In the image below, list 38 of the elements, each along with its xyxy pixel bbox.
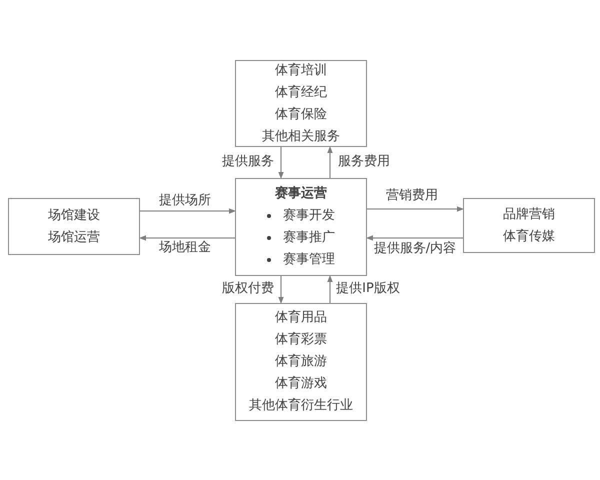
arrow	[366, 206, 464, 212]
arrow	[278, 146, 284, 178]
edge-label: 提供场所	[158, 193, 212, 209]
arrow	[278, 276, 284, 304]
edge-label: 服务费用	[337, 154, 391, 170]
arrow	[140, 235, 236, 241]
edge-label: 营销费用	[385, 188, 439, 204]
process-box	[8, 198, 140, 255]
list-item: 赛事开发	[283, 207, 335, 225]
edge-label: 提供服务	[221, 154, 275, 170]
list-item: 赛事管理	[283, 251, 335, 269]
process-box	[235, 60, 367, 147]
item-label: 场馆运营	[48, 228, 100, 246]
item-label: 体育旅游	[275, 352, 327, 371]
item-label: 体育传媒	[503, 228, 555, 246]
item-label: 体育保险	[275, 106, 327, 124]
edge-label: 提供IP版权	[335, 281, 401, 297]
edge-label: 版权付费	[221, 281, 275, 297]
arrow	[366, 235, 464, 241]
edge-label: 提供服务/内容	[372, 241, 458, 257]
arrow	[140, 208, 236, 214]
item-label: 场馆建设	[48, 206, 100, 224]
item-label: 体育彩票	[275, 330, 327, 349]
arrow	[327, 276, 333, 304]
item-label: 体育用品	[275, 308, 327, 327]
item-label: 体育培训	[275, 62, 327, 80]
list-item: 赛事推广	[283, 229, 335, 247]
item-label: 其他相关服务	[262, 128, 340, 146]
item-label: 其他体育衍生行业	[249, 396, 353, 415]
heading: 赛事运营	[275, 184, 327, 203]
process-box	[235, 303, 367, 421]
arrow	[327, 146, 333, 178]
process-box	[463, 198, 595, 253]
item-label: 品牌营销	[503, 206, 555, 224]
item-label: 体育经纪	[275, 84, 327, 102]
edge-label: 场地租金	[158, 240, 212, 256]
process-box	[235, 178, 367, 276]
item-label: 体育游戏	[275, 374, 327, 393]
